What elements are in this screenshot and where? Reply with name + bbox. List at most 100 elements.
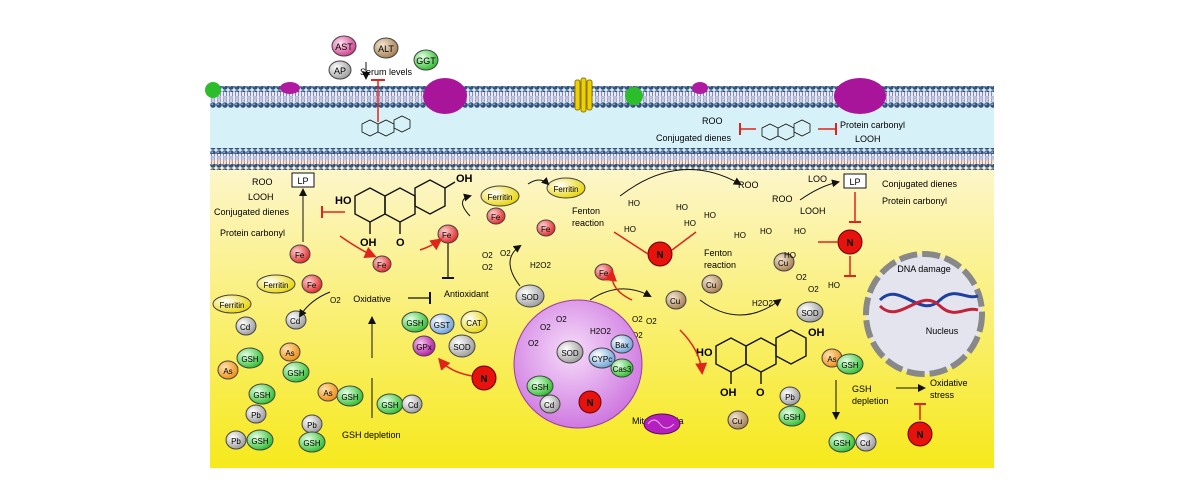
red-flow-arrows	[339, 235, 708, 375]
svg-text:GSH: GSH	[406, 319, 424, 328]
svg-text:Cd: Cd	[544, 401, 554, 410]
svg-text:GSH: GSH	[783, 413, 801, 422]
svg-text:HO: HO	[760, 227, 772, 236]
svg-text:HO: HO	[684, 219, 696, 228]
svg-text:O2: O2	[540, 323, 551, 332]
svg-text:CAT: CAT	[466, 319, 482, 328]
svg-text:HO: HO	[704, 211, 716, 220]
svg-text:Fe: Fe	[541, 225, 551, 234]
svg-text:As: As	[285, 349, 294, 358]
svg-text:Cd: Cd	[860, 439, 870, 448]
flavanone-labels-right: HO OH OH O	[696, 327, 825, 399]
iron-middle: Ferritin Fe Ferritin Fe Fe Fe Fenton rea…	[437, 177, 614, 308]
svg-text:HO: HO	[628, 199, 640, 208]
svg-text:Protein carbonyl: Protein carbonyl	[882, 196, 947, 206]
alt-label: ALT	[378, 44, 394, 54]
svg-text:GSH: GSH	[381, 401, 399, 410]
oh-label-2: OH	[360, 237, 377, 249]
svg-text:SOD: SOD	[561, 349, 579, 358]
svg-text:O2: O2	[330, 296, 341, 305]
mitochondrion-icon	[643, 413, 681, 435]
svg-text:Ferritin: Ferritin	[488, 193, 513, 202]
membrane-protein	[625, 87, 643, 105]
roo-label: ROO	[252, 177, 273, 187]
svg-text:Oxidative: Oxidative	[930, 378, 968, 388]
svg-text:Cas3: Cas3	[613, 365, 632, 374]
svg-text:stress: stress	[930, 390, 955, 400]
svg-text:Conjugated dienes: Conjugated dienes	[882, 179, 958, 189]
membrane-protein	[692, 82, 708, 94]
svg-text:O2: O2	[646, 317, 657, 326]
svg-text:O2: O2	[500, 249, 511, 258]
ap-label: AP	[334, 66, 346, 76]
right-gsh-depletion: As GSH Pb GSH GSH Cd GSH depletion Oxida…	[778, 348, 968, 453]
looh-label: LOOH	[248, 192, 274, 202]
svg-text:GPx: GPx	[416, 343, 432, 352]
svg-text:Cu: Cu	[670, 297, 680, 306]
mitochondrion: SOD Bax CYPc Cas3 GSH Cd N H2O2 O2 O2 O2…	[513, 299, 684, 435]
svg-text:reaction: reaction	[704, 260, 736, 270]
svg-text:O2: O2	[632, 331, 643, 340]
nucleus-label: Nucleus	[926, 326, 959, 336]
svg-text:HO: HO	[734, 231, 746, 240]
svg-text:Fe: Fe	[599, 269, 609, 278]
svg-text:HO: HO	[696, 347, 713, 359]
o-label: O	[396, 237, 405, 249]
upper-membrane	[210, 86, 994, 108]
svg-text:Fe: Fe	[491, 213, 501, 222]
alt-enzyme	[373, 37, 399, 59]
n-compound: N	[480, 374, 487, 385]
svg-text:Cu: Cu	[732, 417, 742, 426]
svg-text:Bax: Bax	[615, 341, 629, 350]
svg-text:Ferritin: Ferritin	[554, 185, 579, 194]
svg-text:ROO: ROO	[772, 194, 793, 204]
svg-text:Ferritin: Ferritin	[264, 281, 289, 290]
svg-text:Pb: Pb	[785, 393, 795, 402]
svg-text:GSH: GSH	[341, 393, 359, 402]
svg-text:N: N	[846, 238, 853, 249]
svg-text:ROO: ROO	[738, 180, 759, 190]
svg-text:As: As	[827, 355, 836, 364]
svg-text:OH: OH	[808, 327, 825, 339]
protein-carbonyl-label: Protein carbonyl	[220, 228, 285, 238]
membrane-protein	[834, 78, 886, 114]
ggt-enzyme	[413, 49, 439, 71]
right-lipid-peroxidation: LP LOO ROO ROO LOOH Conjugated dienes Pr…	[738, 173, 958, 290]
lower-membrane	[210, 148, 994, 170]
svg-text:O2: O2	[528, 339, 539, 348]
fe2-chelated	[372, 255, 392, 273]
svg-text:H2O2: H2O2	[530, 261, 551, 270]
svg-text:GSH: GSH	[841, 361, 859, 370]
svg-text:Cu: Cu	[778, 259, 788, 268]
svg-text:GSH: GSH	[531, 383, 549, 392]
flavanone-small-right	[761, 119, 811, 141]
ion-channel-icon	[574, 77, 593, 113]
svg-text:LOOH: LOOH	[800, 206, 826, 216]
lp-label: LP	[297, 176, 308, 186]
svg-text:H2O2: H2O2	[590, 327, 611, 336]
svg-text:GSH: GSH	[303, 439, 321, 448]
oh-label: OH	[456, 173, 473, 185]
flavanone-small-left	[361, 115, 411, 137]
svg-text:O2: O2	[482, 263, 493, 272]
svg-text:Pb: Pb	[231, 437, 241, 446]
svg-text:Pb: Pb	[251, 411, 261, 420]
copper-cycle: Fenton reaction Cu Cu Cu SOD H2O2 HO HO …	[632, 227, 824, 340]
svg-text:Pb: Pb	[307, 421, 317, 430]
n-inhibitor-middle: N HO HO HO HO HO	[613, 199, 716, 267]
svg-text:OH: OH	[720, 387, 737, 399]
flavanone-structure-left	[354, 179, 456, 234]
svg-text:O2: O2	[632, 315, 643, 324]
svg-text:O2: O2	[808, 285, 819, 294]
svg-text:HO: HO	[624, 225, 636, 234]
svg-text:HO: HO	[784, 251, 796, 260]
heavy-metals-left: As GSH As GSH GSH Pb Pb GSH As GSH Pb GS…	[217, 342, 423, 453]
antioxidant-enzymes: GSH GST CAT GPx SOD N	[401, 310, 497, 391]
ho-label: HO	[335, 195, 352, 207]
svg-text:O2: O2	[556, 315, 567, 324]
svg-text:reaction: reaction	[572, 218, 604, 228]
serum-enzymes: AST ALT AP GGT Serum levels	[328, 35, 439, 122]
flavanone-structure-right	[715, 329, 807, 384]
